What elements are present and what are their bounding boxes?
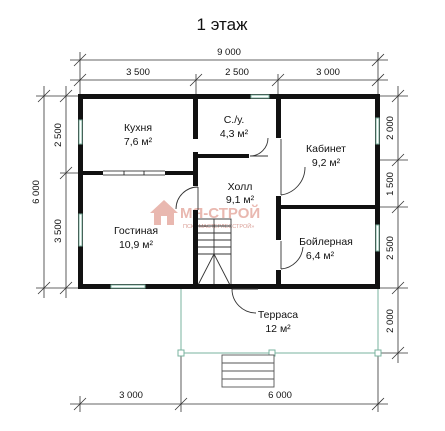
dim-top-total: 9 000 <box>217 47 241 58</box>
terrace-outline <box>177 289 382 357</box>
watermark-brand: МЯ-СТРОЙ <box>180 204 260 222</box>
room-office-area: 9,2 м² <box>312 157 341 169</box>
room-hall-name: Холл <box>228 181 253 193</box>
dimension-lines <box>36 52 408 412</box>
room-kitchen-area: 7,6 м² <box>124 136 153 148</box>
dim-top-1: 3 500 <box>126 67 150 78</box>
dim-left-2: 3 500 <box>53 219 64 243</box>
dim-right-3: 2 500 <box>385 236 396 260</box>
house-logo-icon <box>150 200 178 225</box>
dim-top-3: 3 000 <box>316 67 340 78</box>
dim-left-total: 6 000 <box>31 180 42 204</box>
walls <box>78 94 380 289</box>
room-living-area: 10,9 м² <box>119 239 154 251</box>
room-boiler-name: Бойлерная <box>299 236 353 248</box>
windows <box>78 94 380 289</box>
room-kitchen-name: Кухня <box>124 122 152 134</box>
room-terrace-name: Терраса <box>258 309 298 321</box>
dim-bottom-2: 6 000 <box>268 390 292 401</box>
dim-right-1: 2 000 <box>385 116 396 140</box>
dim-left-1: 2 500 <box>53 123 64 147</box>
dim-right-4: 2 000 <box>385 309 396 333</box>
dim-right-2: 1 500 <box>385 172 396 196</box>
terrace-steps <box>221 354 275 388</box>
room-wc-name: С./у. <box>224 114 245 126</box>
room-office-name: Кабинет <box>306 143 346 155</box>
dim-top-2: 2 500 <box>225 67 249 78</box>
doors <box>175 137 306 314</box>
room-hall-area: 9,1 м² <box>226 194 255 206</box>
room-terrace-area: 12 м² <box>265 323 291 335</box>
dim-bottom-1: 3 000 <box>119 390 143 401</box>
plan-title: 1 этаж <box>197 15 249 34</box>
kitchen-living-opening <box>103 170 165 176</box>
room-boiler-area: 6,4 м² <box>306 250 335 262</box>
room-wc-area: 4,3 м² <box>220 128 249 140</box>
room-living-name: Гостиная <box>114 225 158 237</box>
